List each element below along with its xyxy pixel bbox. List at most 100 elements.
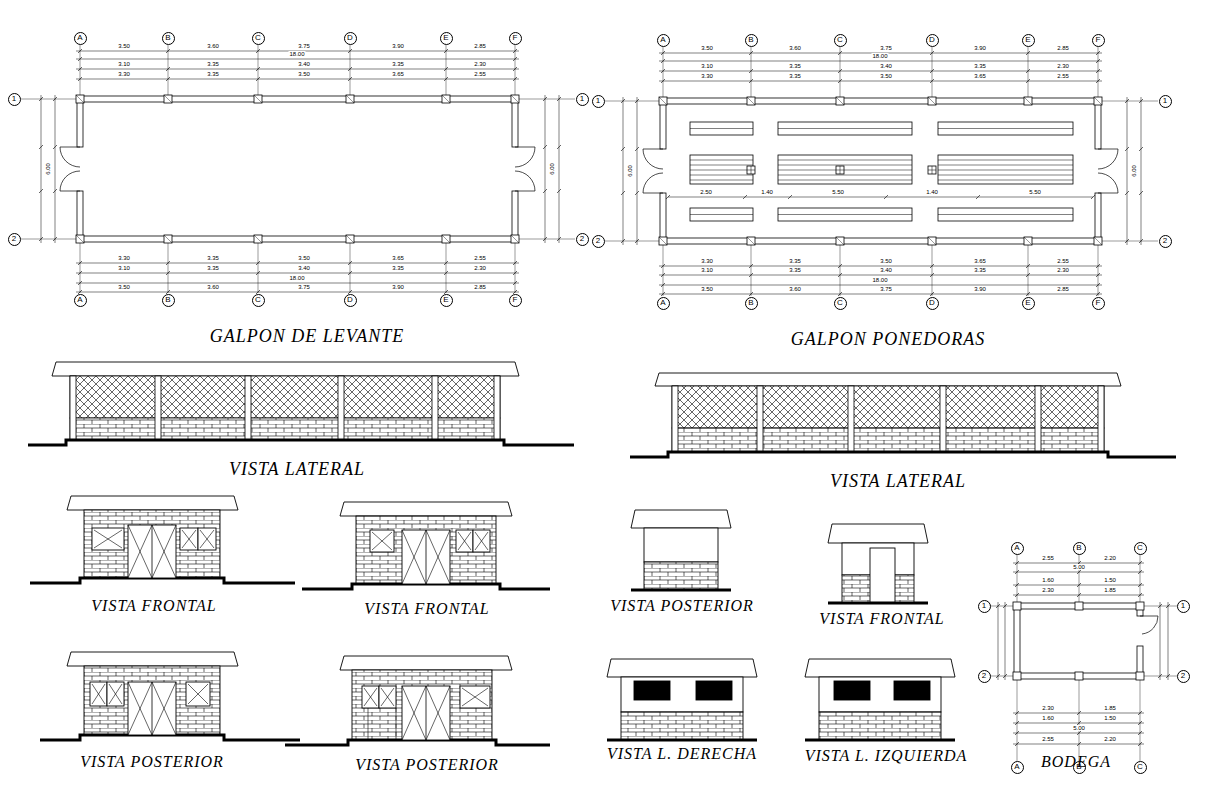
wall bbox=[1095, 193, 1101, 241]
nest-box bbox=[690, 155, 753, 184]
nest-line bbox=[938, 165, 1073, 166]
feeder-line bbox=[932, 166, 933, 174]
dim-tick bbox=[749, 264, 753, 268]
dim-tick bbox=[749, 273, 753, 277]
column bbox=[1024, 237, 1032, 245]
post bbox=[848, 386, 854, 452]
door-leaf bbox=[152, 525, 153, 578]
dim-tick bbox=[1026, 69, 1030, 73]
wall bbox=[1095, 101, 1101, 149]
roof bbox=[805, 659, 955, 677]
dimension: 3.65 bbox=[973, 258, 987, 264]
wall bbox=[1017, 673, 1140, 679]
axis-letter: C bbox=[1137, 544, 1143, 552]
column-hatch bbox=[346, 95, 354, 103]
door-brace bbox=[152, 682, 176, 735]
window-brace bbox=[475, 532, 488, 550]
dim-tick bbox=[621, 147, 625, 151]
roof bbox=[828, 524, 928, 543]
axis-letter: A bbox=[77, 34, 82, 42]
wall bbox=[1137, 646, 1143, 676]
dim-tick bbox=[444, 271, 448, 275]
dim-tick bbox=[930, 79, 934, 83]
axis-bubble: C bbox=[834, 34, 847, 47]
dim-tick bbox=[166, 67, 170, 71]
door-brace bbox=[402, 686, 426, 740]
roof bbox=[340, 656, 512, 670]
dim-tick bbox=[39, 97, 43, 101]
axis-letter: D bbox=[929, 299, 935, 307]
brick-wall bbox=[356, 516, 496, 584]
dim-tick bbox=[543, 145, 547, 149]
dim-line bbox=[659, 61, 1102, 62]
axis-letter: 2 bbox=[982, 672, 986, 680]
axis-bubble: F bbox=[509, 32, 522, 45]
dim-tick bbox=[749, 69, 753, 73]
axis-line bbox=[1098, 245, 1099, 296]
column-hatch bbox=[747, 237, 755, 245]
nest-line bbox=[778, 160, 912, 161]
dim-line bbox=[659, 71, 1102, 72]
nest-line bbox=[690, 175, 753, 176]
window-brace bbox=[109, 684, 122, 704]
window-brace bbox=[92, 684, 105, 704]
dim-tick bbox=[1139, 99, 1143, 103]
door-brace bbox=[128, 682, 152, 735]
dimension: 3.50 bbox=[700, 45, 714, 51]
window bbox=[379, 686, 396, 708]
dim-tick bbox=[513, 57, 517, 61]
nest-line bbox=[778, 214, 912, 215]
wall bbox=[1014, 606, 1020, 676]
door-leaf bbox=[152, 682, 153, 735]
axis-line bbox=[258, 243, 259, 293]
dim-tick bbox=[661, 79, 665, 83]
dimension: 3.35 bbox=[788, 73, 802, 79]
dim-tick bbox=[78, 57, 82, 61]
dim-tick bbox=[1158, 674, 1162, 678]
axis-bubble: C bbox=[1134, 761, 1147, 774]
axis-bubble: 2 bbox=[592, 235, 605, 248]
dimension: 6.00 bbox=[549, 162, 555, 176]
column-hatch bbox=[254, 235, 262, 243]
dimension: 3.30 bbox=[117, 255, 131, 261]
dimension: 3.35 bbox=[788, 63, 802, 69]
dim-line bbox=[76, 69, 519, 70]
ground-line bbox=[630, 452, 1176, 457]
dimension: 3.35 bbox=[206, 255, 220, 261]
dimension: 3.35 bbox=[206, 71, 220, 77]
dim-tick bbox=[1003, 674, 1007, 678]
dimension: 3.10 bbox=[700, 267, 714, 273]
dim-tick bbox=[930, 273, 934, 277]
dimension: 3.35 bbox=[788, 258, 802, 264]
dim-tick bbox=[78, 271, 82, 275]
window bbox=[473, 530, 490, 552]
dimension: 2.85 bbox=[1056, 286, 1070, 292]
dimension: 1.40 bbox=[925, 189, 939, 195]
window-brace bbox=[462, 688, 488, 706]
dim-line bbox=[76, 263, 519, 264]
axis-bubble: 2 bbox=[1159, 235, 1172, 248]
axis-letter: F bbox=[513, 296, 518, 304]
dimension: 3.65 bbox=[391, 255, 405, 261]
dim-tick bbox=[256, 261, 260, 265]
window-brace bbox=[188, 684, 208, 704]
dim-tick bbox=[444, 77, 448, 81]
view-title: VISTA FRONTAL bbox=[91, 598, 216, 614]
dim-tick bbox=[996, 674, 1000, 678]
dim-tick bbox=[1166, 604, 1170, 608]
nest-box bbox=[690, 208, 753, 221]
window-brace bbox=[92, 684, 105, 704]
dim-tick bbox=[661, 51, 665, 55]
axis-letter: E bbox=[1025, 36, 1030, 44]
dim-tick bbox=[930, 51, 934, 55]
axis-bubble: F bbox=[509, 294, 522, 307]
window-brace bbox=[458, 532, 471, 550]
column-hatch bbox=[1024, 237, 1032, 245]
dimension: 18.00 bbox=[288, 51, 305, 57]
dim-tick bbox=[1077, 731, 1081, 735]
window bbox=[460, 686, 490, 708]
dimension: 2.55 bbox=[1041, 736, 1055, 742]
nest-box bbox=[778, 208, 912, 221]
dim-tick bbox=[1015, 731, 1019, 735]
wall bbox=[644, 528, 718, 562]
